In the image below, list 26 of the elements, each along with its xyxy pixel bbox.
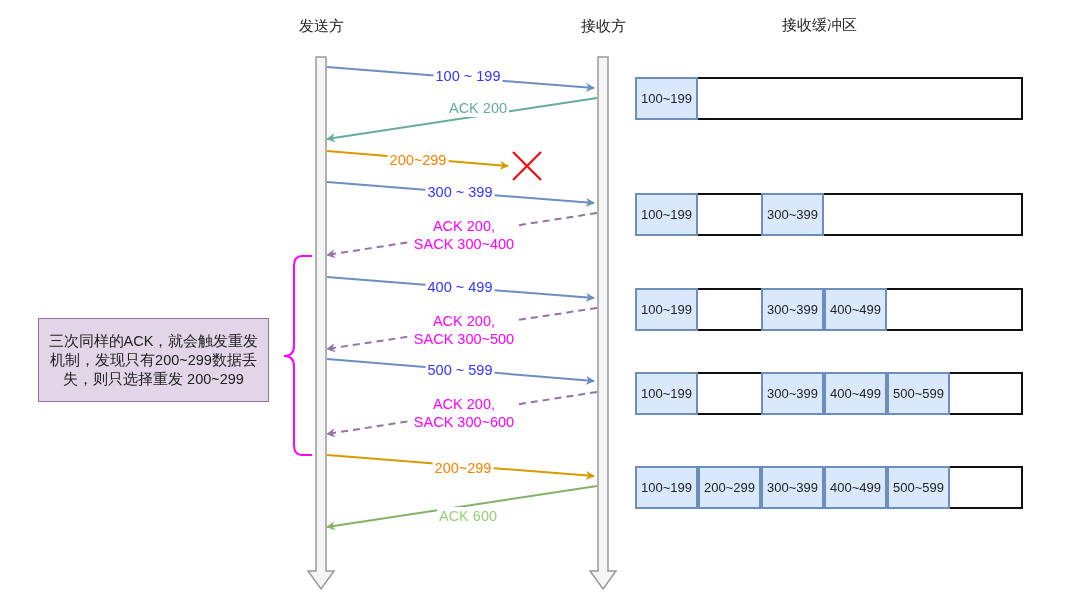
column-heading: 接收缓冲区 [782,16,857,35]
buffer-segment: 100~199 [635,288,698,331]
buffer-bar [635,466,1023,509]
buffer-segment: 100~199 [635,193,698,236]
buffer-segment: 400~499 [824,466,887,509]
note-box: 三次同样的ACK，就会触发重发机制，发现只有200~299数据丢失，则只选择重发 200~299 [38,318,269,402]
buffer-segment: 100~199 [635,466,698,509]
buffer-segment: 200~299 [698,466,761,509]
buffer-segment: 500~599 [887,372,950,415]
buffer-bar [635,193,1023,236]
buffer-segment: 400~499 [824,288,887,331]
buffer-segment: 300~399 [761,288,824,331]
arrow [326,485,598,531]
buffer-segment: 400~499 [824,372,887,415]
buffer-bar [635,372,1023,415]
buffer-segment: 300~399 [761,372,824,415]
buffer-segment: 300~399 [761,466,824,509]
buffer-segment: 100~199 [635,372,698,415]
buffer-segment: 500~599 [887,466,950,509]
lifeline-label: 发送方 [298,17,344,36]
lifeline-label: 接收方 [580,17,626,36]
arrow [326,97,598,143]
buffer-bar [635,77,1023,120]
buffer-bar [635,288,1023,331]
buffer-segment: 100~199 [635,77,698,120]
buffer-segment: 300~399 [761,193,824,236]
